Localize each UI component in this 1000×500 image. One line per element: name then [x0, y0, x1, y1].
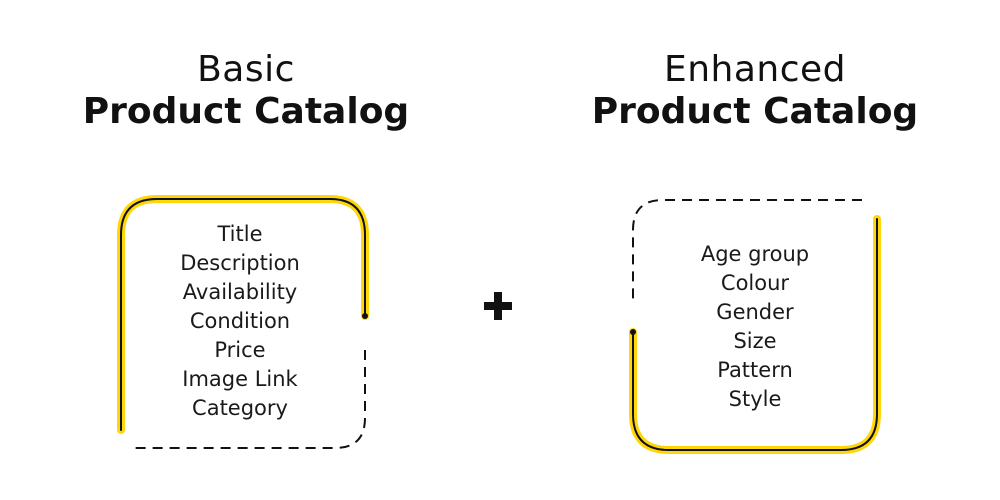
list-item: Style	[728, 387, 782, 411]
list-item: Category	[192, 396, 288, 420]
enhanced-frame-line	[632, 218, 878, 451]
list-item: Title	[217, 222, 263, 246]
enhanced-catalog-heading: Enhanced Product Catalog	[545, 48, 965, 132]
list-item: Price	[214, 338, 266, 362]
list-item: Gender	[716, 300, 794, 324]
basic-heading-line1: Basic	[197, 49, 295, 90]
list-item: Description	[180, 251, 300, 275]
list-item: Pattern	[717, 358, 793, 382]
list-item: Image Link	[182, 367, 298, 391]
basic-frame-end-dot	[362, 313, 368, 319]
basic-frame-line	[120, 198, 366, 431]
list-item: Size	[733, 329, 777, 353]
basic-catalog-heading: Basic Product Catalog	[36, 48, 456, 132]
basic-frame-dashed	[135, 350, 366, 449]
enhanced-attribute-list: Age group Colour Gender Size Pattern Sty…	[655, 240, 855, 414]
enhanced-heading-line1: Enhanced	[663, 49, 847, 90]
plus-icon	[484, 292, 512, 320]
enhanced-frame-end-dot	[630, 329, 636, 335]
list-item: Availability	[182, 280, 298, 304]
list-item: Age group	[700, 242, 810, 266]
basic-heading-line2: Product Catalog	[82, 91, 410, 132]
list-item: Condition	[189, 309, 291, 333]
enhanced-heading-line2: Product Catalog	[591, 91, 919, 132]
enhanced-frame-dashed	[632, 199, 862, 303]
list-item: Colour	[720, 271, 790, 295]
basic-attribute-list: Title Description Availability Condition…	[140, 220, 340, 423]
